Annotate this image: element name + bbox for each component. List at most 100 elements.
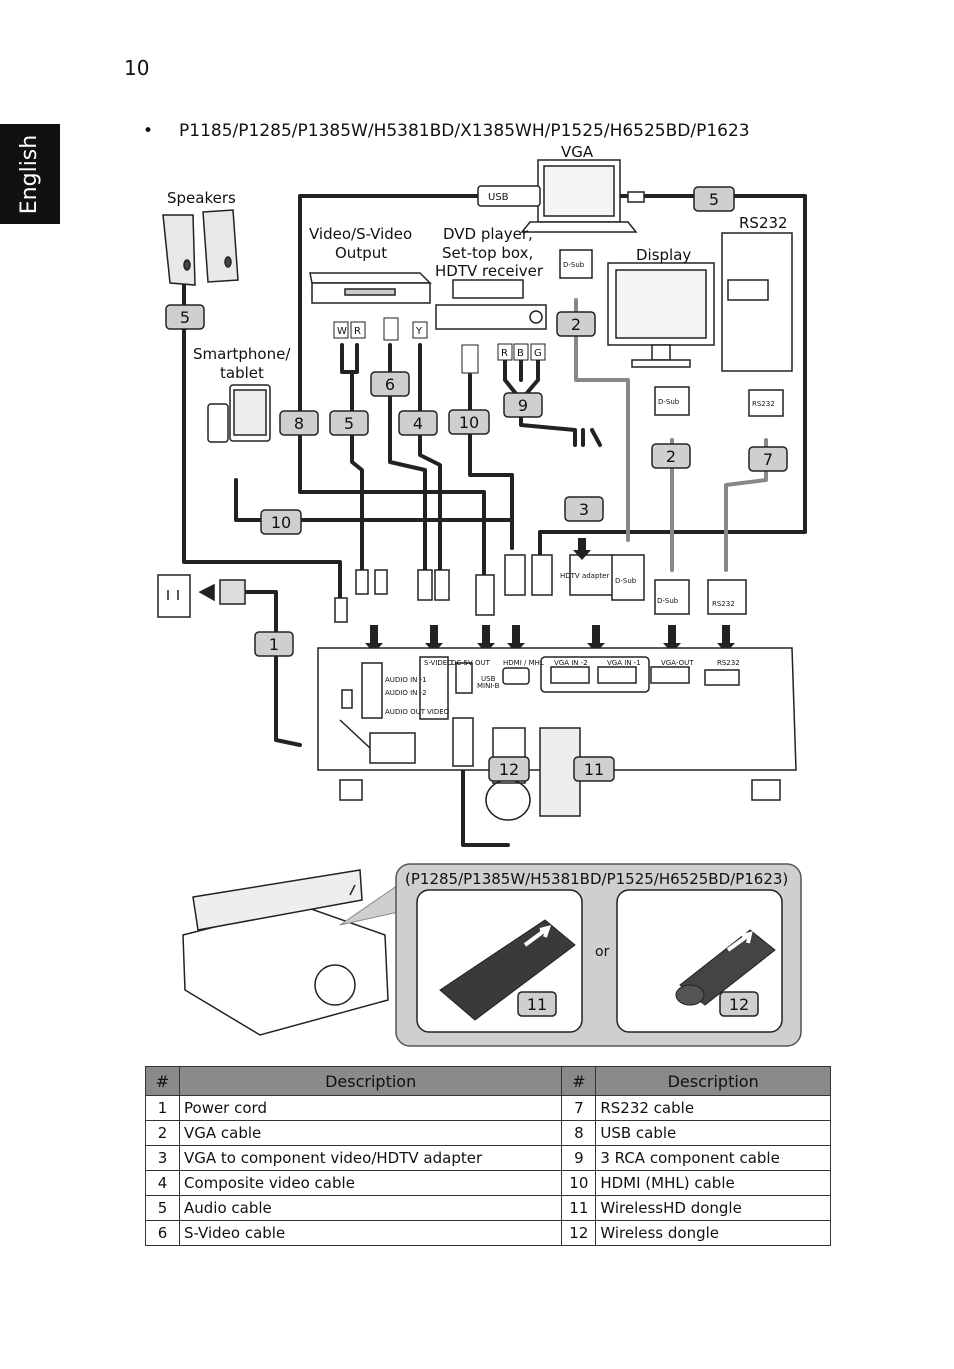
port-hdmi: HDMI / MHL (503, 659, 544, 667)
row-num: 1 (145, 1095, 180, 1121)
row-num: 3 (145, 1145, 180, 1171)
jack-g-label: G (534, 348, 542, 359)
port-vga-in-1: VGA IN -1 (607, 659, 641, 667)
port-usb-mini: MINI-B (477, 682, 500, 690)
dvd-player-icon (435, 279, 547, 330)
callout-6: 6 (370, 371, 410, 397)
video-output-label: Video/S-Video (309, 225, 412, 243)
svg-text:11: 11 (584, 760, 604, 779)
port-usb: USB (481, 675, 496, 683)
projector-top-icon (182, 869, 389, 1036)
projector-side-plugs (334, 554, 747, 623)
audio-cable-5b (350, 343, 359, 374)
svg-text:5: 5 (709, 190, 719, 209)
row-num: 7 (561, 1095, 597, 1121)
svg-text:8: 8 (294, 414, 304, 433)
row-num: 11 (561, 1195, 597, 1221)
hdmi-cable-10-phone (234, 478, 514, 550)
svg-text:4: 4 (413, 414, 423, 433)
projector-rear-icon (317, 647, 797, 801)
table-row: 1 Power cord 7 RS232 cable (145, 1095, 831, 1121)
svg-text:5: 5 (180, 308, 190, 327)
jack-y-label: Y (415, 326, 423, 337)
port-svideo: S-VIDEO (424, 659, 453, 667)
callout-5-audio: 5 (329, 410, 369, 436)
svg-text:10: 10 (271, 513, 291, 532)
row-num: 4 (145, 1170, 180, 1196)
page-number: 10 (124, 56, 150, 80)
rs232-connector-pc: RS232 (748, 389, 784, 417)
inset-right-dongle (675, 929, 776, 1006)
row-desc: Power cord (178, 1095, 563, 1121)
svg-text:11: 11 (527, 995, 547, 1014)
header-num-2: # (561, 1066, 597, 1096)
svg-text:12: 12 (729, 995, 749, 1014)
port-labels: AUDIO IN -1 AUDIO IN -2 AUDIO OUT S-VIDE… (385, 659, 740, 716)
row-num: 8 (561, 1120, 597, 1146)
callout-5-speakers: 5 (165, 304, 205, 330)
speakers-icon (162, 209, 239, 286)
laptop-usb-plug (627, 191, 690, 203)
pc-tower-icon (721, 232, 793, 372)
vga-label: VGA (561, 143, 594, 161)
dsub-connector-display: D-Sub (654, 386, 690, 416)
inset-callout-11: 11 (517, 991, 557, 1017)
cables (182, 194, 807, 847)
header-num-1: # (145, 1066, 180, 1096)
row-desc: 3 RCA component cable (595, 1145, 831, 1171)
table-row: 5 Audio cable 11 WirelessHD dongle (145, 1195, 831, 1221)
table-row: 3 VGA to component video/HDTV adapter 9 … (145, 1145, 831, 1171)
inset-models: (P1285/P1385W/H5381BD/P1525/H6525BD/P162… (405, 870, 788, 888)
hdtv-adapter-label: HDTV adapter (560, 572, 609, 580)
table-row: 2 VGA cable 8 USB cable (145, 1120, 831, 1146)
callout-4: 4 (398, 410, 438, 436)
row-desc: S-Video cable (178, 1220, 563, 1246)
display-monitor-icon (607, 262, 715, 368)
svg-text:3: 3 (579, 500, 589, 519)
jack-b-label: B (517, 348, 524, 359)
port-video: VIDEO (427, 708, 450, 716)
callout-3: 3 (564, 496, 604, 522)
inset-callout-12: 12 (719, 991, 759, 1017)
bullet: • (143, 121, 154, 141)
port-audio-in-2: AUDIO IN -2 (385, 689, 427, 697)
row-num: 10 (561, 1170, 597, 1196)
rs232-label-small: RS232 (752, 400, 775, 408)
callout-10-phone: 10 (260, 509, 302, 535)
port-dc-out: DC 5V OUT (451, 659, 491, 667)
callout-8: 8 (279, 410, 319, 436)
row-desc: HDMI (MHL) cable (595, 1170, 831, 1196)
row-desc: Composite video cable (178, 1170, 563, 1196)
inset-or: or (595, 944, 610, 960)
jack-w-label: W (337, 326, 347, 337)
callout-10-top: 10 (448, 409, 490, 435)
dsub-label-4: D-Sub (657, 597, 679, 605)
model-heading: •P1185/P1285/P1385W/H5381BD/X1385WH/P152… (143, 121, 750, 141)
usb-plug-top: USB (477, 185, 541, 207)
smartphone-label-2: tablet (220, 364, 264, 382)
svg-text:10: 10 (459, 413, 479, 432)
svg-text:2: 2 (666, 447, 676, 466)
row-desc: RS232 cable (595, 1095, 831, 1121)
row-num: 12 (561, 1220, 597, 1246)
dvd-label-2: Set-top box, (442, 244, 533, 262)
jack-r-label: R (354, 326, 361, 337)
svg-text:2: 2 (571, 315, 581, 334)
port-audio-out: AUDIO OUT (385, 708, 426, 716)
row-desc: VGA cable (178, 1120, 563, 1146)
audio-cable-speakers (182, 281, 342, 602)
svg-text:1: 1 (269, 635, 279, 654)
callout-2-display: 2 (651, 443, 691, 469)
audio-cable-5 (340, 343, 364, 572)
dsub-connector-laptop: D-Sub (559, 249, 593, 279)
language-tab: English (0, 124, 60, 224)
callout-5-top: 5 (693, 186, 735, 212)
smartphone-tablet-icon (207, 384, 271, 443)
rs232-label: RS232 (739, 214, 788, 232)
video-output-label-2: Output (335, 244, 387, 262)
port-vga-out: VGA-OUT (661, 659, 694, 667)
callout-12: 12 (488, 756, 530, 782)
row-num: 9 (561, 1145, 597, 1171)
smartphone-label: Smartphone/ (193, 345, 291, 363)
wall-outlet-icon (157, 574, 246, 618)
